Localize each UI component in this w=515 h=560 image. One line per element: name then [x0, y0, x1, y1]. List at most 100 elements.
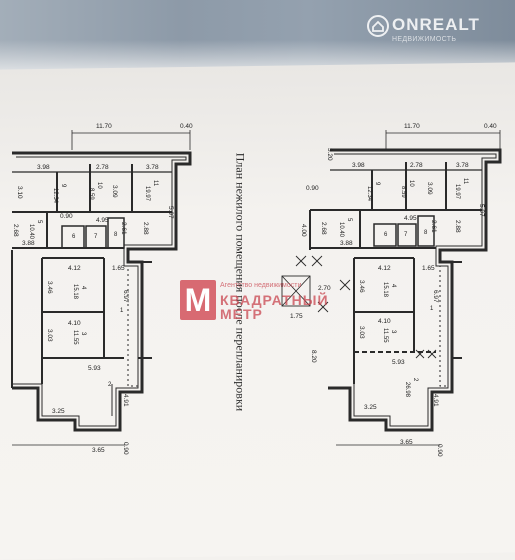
room-number: 2 — [412, 378, 418, 382]
dim-label: 4.91 — [122, 394, 129, 407]
dim-label: 3.09 — [426, 182, 433, 195]
room-area: 15.18 — [382, 282, 388, 298]
room-number: 5 — [36, 220, 42, 224]
room-labels-left: 9 12.34 10 8.59 11 19.97 5 10.40 6 7 8 4… — [28, 180, 158, 388]
floor-plan-left-labels: 11.70 0.40 3.98 2.78 3.78 3.10 3.09 0.90… — [12, 123, 193, 455]
dim-label: 3.25 — [364, 404, 377, 411]
photo-background-top — [0, 0, 515, 72]
room-area: 15.18 — [72, 284, 78, 300]
room-area: 12.34 — [366, 186, 372, 202]
dim-label: 5.93 — [88, 365, 101, 372]
room-number: 6 — [384, 232, 388, 238]
dim-label: 2.78 — [410, 162, 423, 169]
dim-label: 3.03 — [358, 326, 365, 339]
agency-logo: М — [180, 280, 216, 320]
room-area: 8.59 — [400, 186, 406, 198]
room-number: 8 — [424, 230, 428, 236]
dim-label: 5.97 — [478, 204, 485, 217]
dim-label: 11.70 — [96, 123, 112, 130]
dim-label: 1.65 — [112, 265, 125, 272]
dim-label: 0.90 — [436, 444, 443, 457]
dim-label: 2.88 — [142, 222, 149, 235]
dim-label: 5.97 — [167, 206, 174, 219]
dim-label: 4.95 — [96, 217, 109, 224]
dim-label: 2.70 — [318, 285, 331, 292]
room-area: 11.55 — [382, 328, 388, 343]
room-area: 8.59 — [88, 188, 94, 200]
dim-label: 1.75 — [290, 313, 303, 320]
dim-label: 0.90 — [60, 213, 73, 220]
dim-label: 3.09 — [111, 185, 118, 198]
room-number: 1 — [120, 308, 124, 314]
dim-label: 4.12 — [68, 265, 81, 272]
dim-label: 3.98 — [37, 164, 50, 171]
dim-label: 0.40 — [484, 123, 497, 130]
room-number: 7 — [404, 232, 408, 238]
room-area: 10.40 — [28, 224, 34, 240]
room-number: 5 — [346, 218, 352, 222]
dim-label: 6.97 — [432, 290, 439, 303]
room-number: 3 — [390, 330, 396, 334]
dim-label: 2.61 — [120, 222, 127, 235]
room-number: 3 — [80, 332, 86, 336]
dim-label: 3.98 — [352, 162, 365, 169]
room-area: 10.40 — [338, 222, 344, 238]
room-area: 19.97 — [454, 184, 460, 200]
dim-label: 4.10 — [68, 320, 81, 327]
room-number: 11 — [462, 178, 468, 185]
agency-tagline: Агентство недвижимости — [220, 282, 302, 289]
floor-plan-left — [11, 130, 192, 446]
room-number: 4 — [390, 284, 396, 288]
dim-label: 4.12 — [378, 265, 391, 272]
agency-name-line2: МЕТР — [220, 306, 263, 322]
room-number: 7 — [94, 234, 98, 240]
dim-label: 3.78 — [146, 164, 159, 171]
dim-label: 3.88 — [22, 240, 35, 247]
onrealt-name: ONREALT — [392, 15, 480, 34]
room-number: 11 — [152, 180, 158, 187]
dim-label: 0.90 — [122, 442, 129, 455]
room-number: 8 — [114, 232, 118, 238]
dim-label: 3.88 — [340, 240, 353, 247]
dim-label: 3.20 — [326, 148, 333, 161]
room-area: 26.98 — [404, 382, 410, 398]
room-area: 11.55 — [72, 330, 78, 345]
dim-label: 2.88 — [454, 220, 461, 233]
house-icon — [367, 15, 389, 37]
dim-label: 11.70 — [404, 123, 420, 130]
dim-label: 0.40 — [180, 123, 193, 130]
dim-label: 8.20 — [310, 350, 317, 363]
room-number: 4 — [80, 286, 86, 290]
dim-label: 3.03 — [46, 329, 53, 342]
demolished-walls — [281, 255, 437, 359]
dim-label: 3.46 — [46, 281, 53, 294]
dim-label: 2.68 — [12, 224, 19, 237]
dim-label: 0.90 — [306, 185, 319, 192]
agency-logo-letter: М — [184, 282, 212, 318]
dim-label: 3.65 — [92, 447, 105, 454]
dim-label: 3.10 — [16, 186, 23, 199]
room-number: 9 — [374, 182, 380, 186]
dim-label: 2.68 — [320, 222, 327, 235]
room-area: 12.34 — [52, 188, 58, 204]
dim-label: 1.65 — [422, 265, 435, 272]
dim-label: 3.25 — [52, 408, 65, 415]
room-number: 2 — [108, 382, 112, 388]
dim-label: 2.61 — [430, 220, 437, 233]
dim-label: 4.95 — [404, 215, 417, 222]
room-number: 6 — [72, 234, 76, 240]
agency-watermark: М Агентство недвижимости КВАДРАТНЫЙ МЕТР — [176, 280, 356, 324]
floor-plan-right — [281, 130, 502, 446]
room-number: 1 — [430, 306, 434, 312]
dim-label: 4.91 — [432, 394, 439, 407]
room-number: 10 — [408, 180, 414, 187]
dim-label: 4.00 — [300, 224, 307, 237]
dim-label: 3.65 — [400, 439, 413, 446]
dim-label: 6.97 — [122, 290, 129, 303]
room-number: 10 — [96, 182, 102, 189]
agency-name-line1: КВАДРАТНЫЙ — [220, 292, 329, 308]
onrealt-subtitle: НЕДВИЖИМОСТЬ — [392, 36, 457, 43]
dim-label: 2.78 — [96, 164, 109, 171]
floor-plan-right-labels: 11.70 0.40 3.98 2.78 3.78 3.20 0.90 3.09… — [290, 123, 497, 457]
